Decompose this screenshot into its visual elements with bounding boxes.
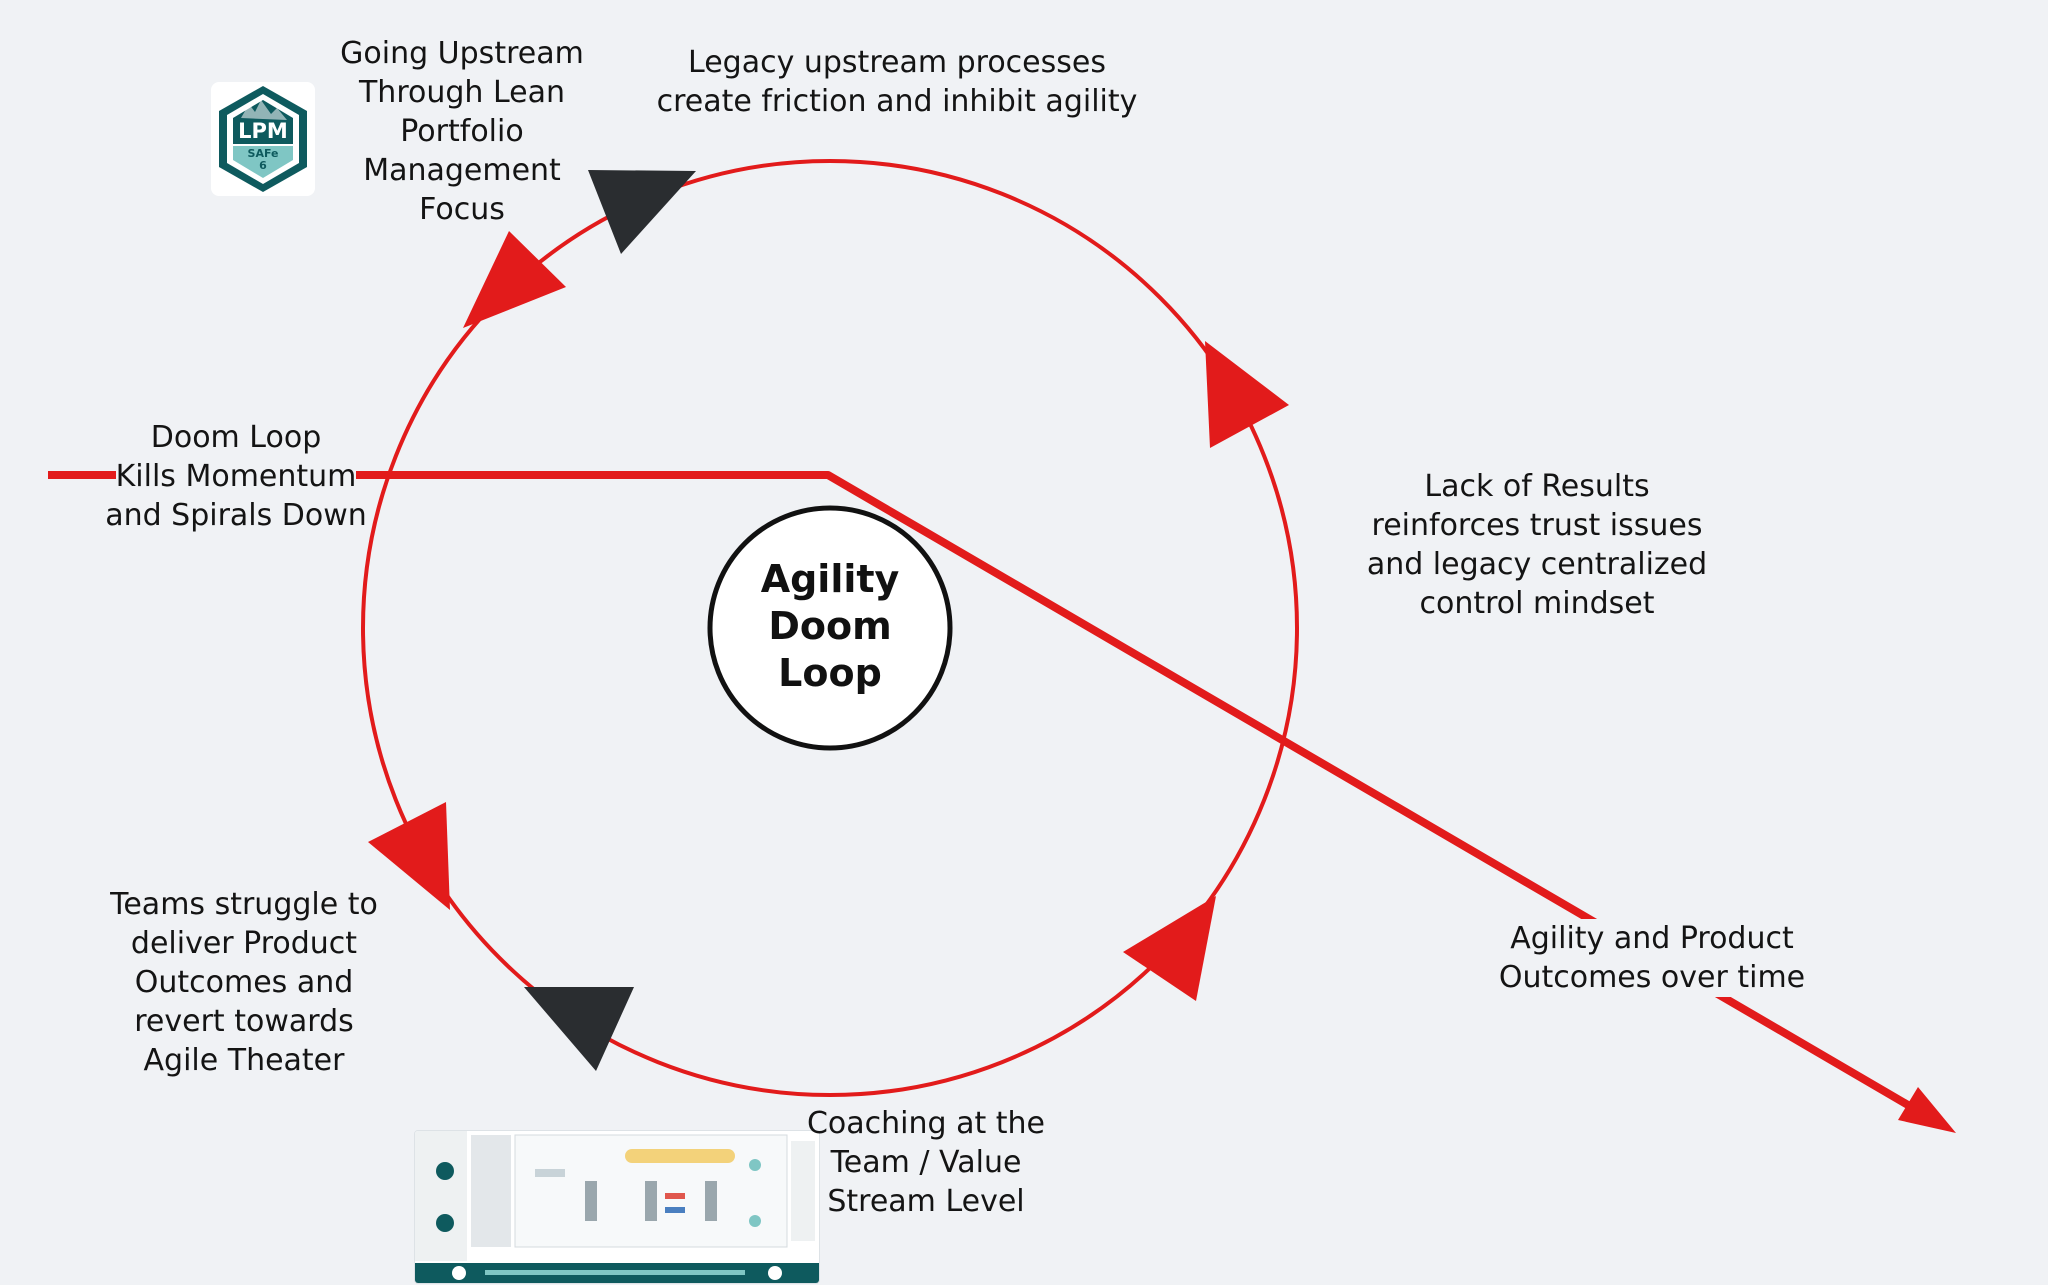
doom-loop-kills-line: Kills Momentum — [115, 457, 357, 496]
legacy-upstream-line: create friction and inhibit agility — [656, 84, 1138, 119]
lack-of-results-line: control mindset — [1419, 586, 1655, 621]
teams-struggle-line: Agile Theater — [143, 1043, 345, 1078]
going-upstream-line: Going Upstream — [340, 36, 584, 71]
going-upstream-line: Focus — [419, 192, 505, 227]
teams-struggle-line: revert towards — [134, 1004, 354, 1039]
lack-of-results-line: and legacy centralized — [1366, 547, 1708, 582]
lpm-safe-badge-icon: LPM SAFe 6 — [211, 82, 315, 196]
going-upstream-line: Portfolio — [400, 114, 524, 149]
doom-loop-circle — [361, 159, 1299, 1097]
label-going-upstream: Going Upstream Through Lean Portfolio Ma… — [334, 34, 590, 229]
legacy-upstream-line: Legacy upstream processes — [688, 45, 1106, 80]
center-title-line1: Agility — [760, 556, 900, 601]
badge-version: 6 — [259, 159, 267, 172]
label-doom-loop-kills: Doom Loop Kills Momentum and Spirals Dow… — [96, 418, 376, 535]
loop-arrow-dark-top — [588, 170, 696, 254]
teams-struggle-line: Outcomes and — [134, 965, 354, 1000]
label-coaching: Coaching at the Team / Value Stream Leve… — [790, 1104, 1062, 1221]
lack-of-results-line: reinforces trust issues — [1371, 508, 1703, 543]
spiral-down-arrowhead — [1898, 1087, 1956, 1133]
loop-arrow-dark-bottom — [524, 987, 634, 1071]
safe-framework-thumbnail-icon — [414, 1130, 820, 1284]
teams-struggle-line: deliver Product — [130, 926, 358, 961]
label-legacy-upstream: Legacy upstream processes create frictio… — [647, 43, 1147, 121]
going-upstream-line: Management — [363, 153, 561, 188]
badge-sub: SAFe — [248, 147, 279, 160]
going-upstream-line: Through Lean — [358, 75, 565, 110]
loop-arrow-lower-right — [1123, 896, 1216, 1001]
loop-arrow-right — [1205, 341, 1289, 448]
teams-struggle-line: Teams struggle to — [110, 887, 378, 922]
center-circle — [707, 505, 953, 751]
label-agility-outcomes: Agility and Product Outcomes over time — [1466, 919, 1838, 997]
coaching-line: Stream Level — [827, 1184, 1025, 1219]
label-teams-struggle: Teams struggle to deliver Product Outcom… — [100, 885, 388, 1080]
label-lack-of-results: Lack of Results reinforces trust issues … — [1340, 467, 1734, 623]
lack-of-results-line: Lack of Results — [1424, 469, 1650, 504]
loop-arrow-left — [368, 802, 450, 910]
doom-loop-kills-line: and Spirals Down — [105, 496, 367, 535]
loop-arrow-upper-left — [463, 231, 566, 328]
doom-loop-kills-line: Doom Loop — [150, 418, 322, 457]
coaching-line: Coaching at the — [806, 1106, 1046, 1141]
coaching-line: Team / Value — [830, 1145, 1022, 1180]
center-title-line2: Doom Loop — [768, 603, 892, 695]
agility-outcomes-line: Agility and Product — [1510, 919, 1794, 958]
center-title: Agility Doom Loop — [710, 506, 950, 746]
badge-label: LPM — [238, 119, 288, 143]
agility-outcomes-line: Outcomes over time — [1498, 958, 1806, 997]
